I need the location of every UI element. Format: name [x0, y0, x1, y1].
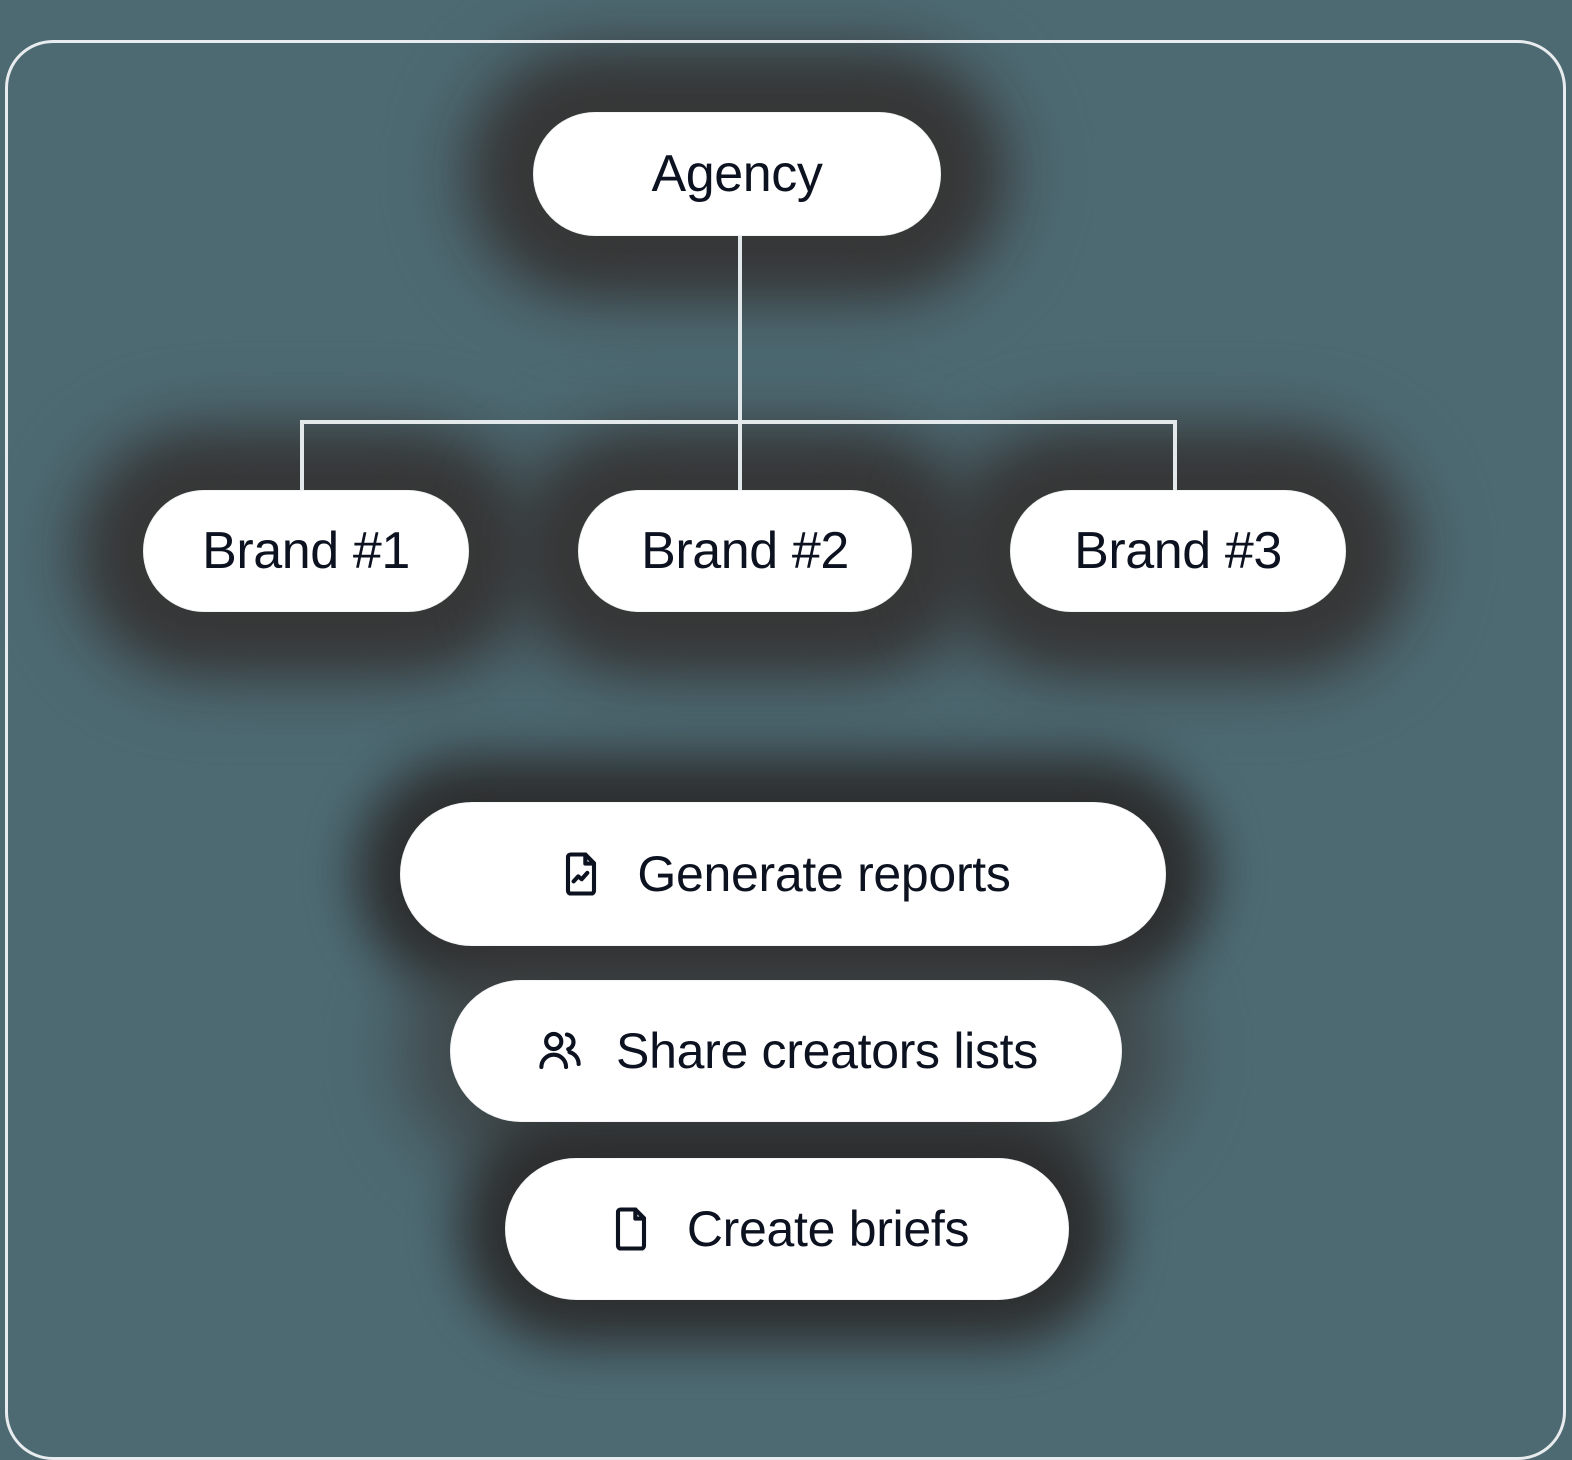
node-agency-label: Agency: [651, 145, 823, 203]
node-brand-1-label: Brand #1: [202, 522, 410, 580]
node-brand-2[interactable]: Brand #2: [578, 490, 912, 612]
node-agency[interactable]: Agency: [533, 112, 941, 236]
action-card-generate-reports[interactable]: Generate reports: [400, 802, 1166, 946]
node-brand-3-label: Brand #3: [1074, 522, 1282, 580]
action-card-share-creators-lists[interactable]: Share creators lists: [450, 980, 1122, 1122]
action-card-share-creators-lists-label: Share creators lists: [616, 1023, 1038, 1079]
file-icon: [605, 1203, 657, 1255]
node-brand-2-label: Brand #2: [641, 522, 849, 580]
node-brand-1[interactable]: Brand #1: [143, 490, 469, 612]
connector-agency-trunk: [738, 228, 742, 424]
diagram-canvas: Agency Brand #1 Brand #2 Brand #3 Genera…: [5, 40, 1566, 1460]
action-card-create-briefs[interactable]: Create briefs: [505, 1158, 1069, 1300]
action-card-generate-reports-label: Generate reports: [637, 846, 1011, 902]
action-card-create-briefs-label: Create briefs: [686, 1201, 970, 1257]
users-icon: [534, 1025, 586, 1077]
file-chart-icon: [555, 848, 607, 900]
node-brand-3[interactable]: Brand #3: [1010, 490, 1346, 612]
